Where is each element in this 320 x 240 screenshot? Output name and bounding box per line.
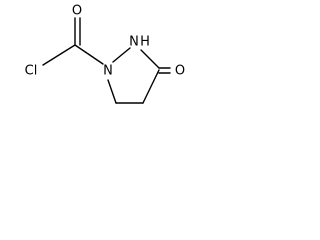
bond-c-n1 xyxy=(74,44,104,65)
bond-n2-c3 xyxy=(140,49,160,69)
atom-nh-hydrogen: H xyxy=(140,35,150,50)
atom-chlorine: Cl xyxy=(25,64,38,79)
atom-carbonyl-oxygen: O xyxy=(72,4,82,19)
atom-ring-nh-nitrogen: N xyxy=(129,35,139,50)
bond-c3-c4 xyxy=(142,69,160,104)
bonds xyxy=(42,17,171,104)
chemical-structure: Cl O N N H O xyxy=(25,4,185,104)
atom-labels: Cl O N N H O xyxy=(25,4,185,79)
bond-c5-n1 xyxy=(107,79,117,104)
bond-n1-n2 xyxy=(112,47,131,63)
atom-ketone-oxygen: O xyxy=(175,64,185,79)
atom-ring-nitrogen: N xyxy=(103,64,113,79)
bond-cl-c xyxy=(42,44,76,66)
